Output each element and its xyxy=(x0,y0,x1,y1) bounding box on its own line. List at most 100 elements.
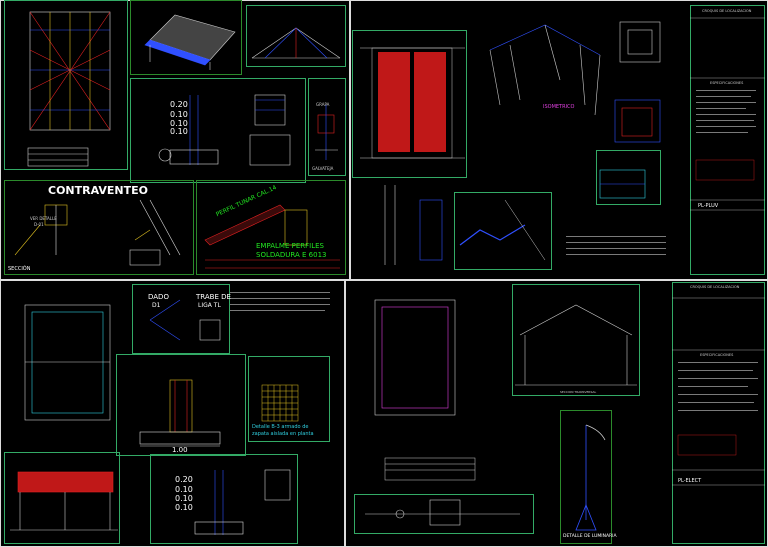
detalle-b-label: Detalle B-3 armado de xyxy=(252,424,309,430)
spec-line xyxy=(678,402,754,403)
section-transversal xyxy=(515,304,637,386)
spec-line xyxy=(678,378,758,379)
armado-grid xyxy=(261,384,299,422)
spec-line xyxy=(696,132,748,133)
truss-elevation xyxy=(251,27,341,59)
empalme-label: EMPALME PERFILES xyxy=(256,242,324,250)
zapata-mid-elevation xyxy=(139,379,221,447)
frame-detail-pipe xyxy=(454,192,552,270)
frame-luminaria xyxy=(560,410,612,544)
dado-detail xyxy=(149,299,221,341)
perfil-detail xyxy=(204,204,340,269)
frame-grapa xyxy=(308,78,346,176)
frame-dado xyxy=(132,284,230,354)
table-cargas xyxy=(384,457,476,481)
spec-line xyxy=(696,114,756,115)
frame-facade xyxy=(4,452,120,544)
trabe-sub: LIGA TL xyxy=(198,302,221,309)
frame-plan-red xyxy=(352,30,467,178)
frame-zapata-mid xyxy=(116,354,246,456)
luminaria-label: DETALLE DE LUMINARIA xyxy=(563,534,617,539)
frame-perfil xyxy=(196,180,346,275)
especif-title-1: ESPECIFICACIONES xyxy=(710,81,744,85)
spec-line xyxy=(230,304,330,305)
frame-armado xyxy=(248,356,330,442)
zapata-bot-elevation xyxy=(194,469,291,535)
soldadura-label: SOLDADURA E 6013 xyxy=(256,251,327,259)
detalle-b-label-2: zapata aislada en planta xyxy=(252,431,314,437)
croquis-title-1: CROQUIS DE LOCALIZACION xyxy=(702,9,752,13)
dim-label: 0.10 xyxy=(175,494,193,503)
pipe-detail xyxy=(459,199,546,261)
frame-floorplan-1 xyxy=(4,0,128,170)
frame-zapata-bot xyxy=(150,454,298,544)
titleblock-internals xyxy=(672,17,765,486)
column-detail xyxy=(384,185,443,265)
roof-perspective xyxy=(489,24,601,116)
isometrico-label: ISOMETRICO xyxy=(543,104,575,110)
especif-title-2: ESPECIFICACIONES xyxy=(700,353,734,357)
unifilar-diagram xyxy=(365,499,520,526)
frame-zapata-top xyxy=(130,78,306,183)
dim-label: 0.10 xyxy=(175,485,193,494)
spec-line xyxy=(566,242,666,243)
zapata-top-elevation xyxy=(158,94,291,166)
floorplan-bottom-left xyxy=(24,304,111,421)
spec-line xyxy=(566,236,666,237)
trabe-title: TRABE DE xyxy=(196,293,231,301)
floorplan-structural xyxy=(27,11,111,167)
ver-detalle-sub: D-01 xyxy=(34,222,44,227)
dim-label: 0.20 xyxy=(170,100,188,109)
spec-line xyxy=(696,102,756,103)
seccion-label: SECCIÓN xyxy=(8,266,31,272)
pit-detail xyxy=(614,21,661,143)
dim-label: 0.20 xyxy=(175,475,193,484)
spec-line xyxy=(230,310,325,311)
grapa-detail xyxy=(315,105,338,160)
floorplan-bottom-right xyxy=(374,299,456,416)
ver-detalle-label: VER DETALLE xyxy=(30,216,57,221)
dim-label: 0.10 xyxy=(175,503,193,512)
spec-line xyxy=(230,298,330,299)
spec-line xyxy=(696,126,756,127)
galvateja-label: GALVATEJA xyxy=(312,166,334,171)
luminaria-detail xyxy=(575,424,606,531)
spec-line xyxy=(696,90,756,91)
frame-contraventeo xyxy=(4,180,194,275)
facade-elevation xyxy=(10,471,118,531)
spec-line xyxy=(230,292,330,293)
frame-section xyxy=(512,284,640,396)
croquis-title-2: CROQUIS DE LOCALIZACION xyxy=(690,285,740,289)
contraventeo-detail xyxy=(14,199,181,266)
dim-label: 0.10 xyxy=(170,110,188,119)
frame-titleblock-2 xyxy=(672,282,765,544)
spec-line xyxy=(678,386,748,387)
dim-width-label: 1.00 xyxy=(172,446,188,454)
frame-unifilar xyxy=(354,494,534,534)
roof-3d xyxy=(144,14,236,70)
contraventeo-title: CONTRAVENTEO xyxy=(48,184,148,197)
spec-line xyxy=(678,362,758,363)
frame-truss xyxy=(246,5,346,67)
plan-roof-red xyxy=(360,47,465,159)
spec-line xyxy=(678,410,758,411)
grapa-label: GRAPA xyxy=(316,102,330,107)
seccion-transversal-label: SECCION TRANSVERSAL xyxy=(560,390,597,394)
dim-label: 0.10 xyxy=(170,119,188,128)
spec-line xyxy=(566,248,666,249)
spec-line xyxy=(678,394,758,395)
spec-line xyxy=(696,120,754,121)
dado-title: DADO xyxy=(148,293,169,301)
frame-roof-3d xyxy=(130,0,242,75)
box-detail xyxy=(599,169,646,199)
dado-sub: D1 xyxy=(152,302,161,309)
plano-code-1: PL-PLUV xyxy=(698,203,719,209)
frame-box-detail xyxy=(596,150,661,205)
plano-code-2: PL-ELECT xyxy=(678,478,702,484)
dim-label: 0.10 xyxy=(170,127,188,136)
spec-line xyxy=(678,370,753,371)
spec-line xyxy=(696,96,751,97)
spec-line xyxy=(696,108,746,109)
frame-titleblock-1 xyxy=(690,5,765,275)
